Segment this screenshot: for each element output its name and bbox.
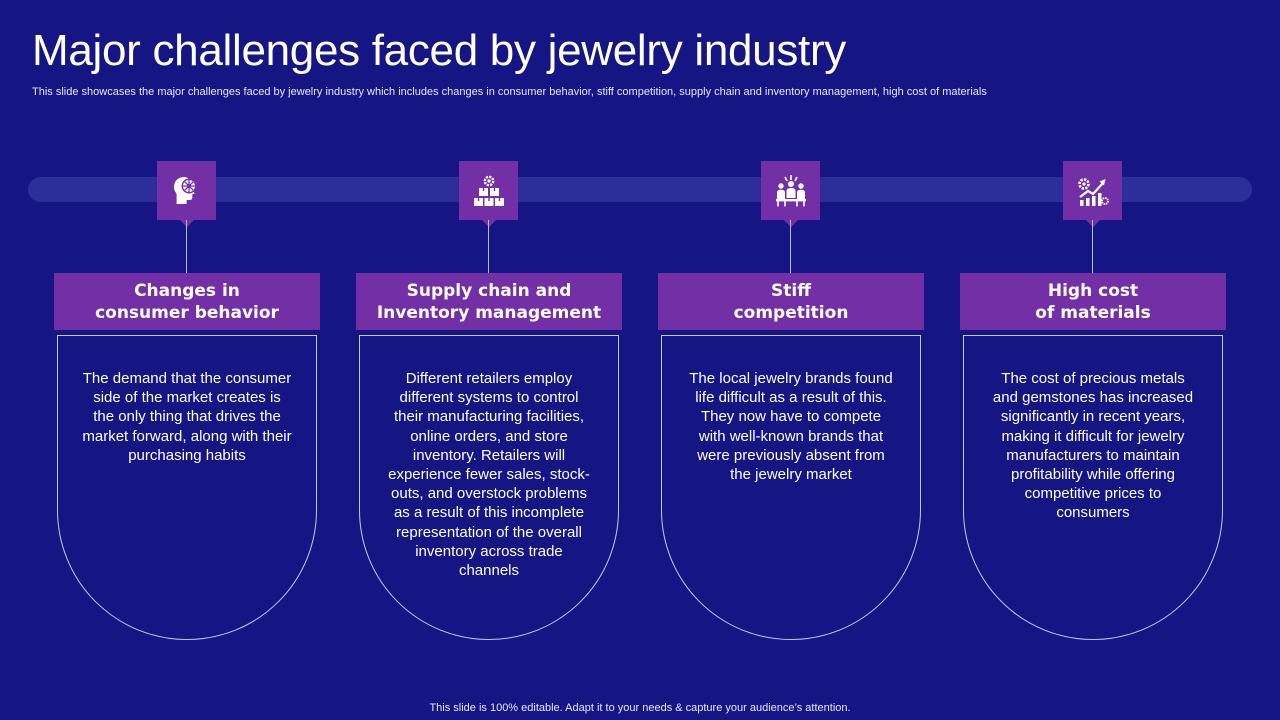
challenge-icon-box xyxy=(1063,161,1122,220)
challenge-column-cost-of-materials: High cost of materials The cost of preci… xyxy=(960,160,1226,650)
challenge-column-stiff-competition: Stiff competition The local jewelry bran… xyxy=(658,160,924,650)
connector-line xyxy=(186,220,187,273)
challenge-description: Different retailers employ different sys… xyxy=(359,335,619,640)
challenge-heading: Supply chain and Inventory management xyxy=(356,273,622,330)
head-brain-icon xyxy=(173,176,196,204)
rising-cost-chart-icon xyxy=(1077,177,1109,206)
slide-subtitle: This slide showcases the major challenge… xyxy=(32,86,987,98)
challenge-column-supply-chain: Supply chain and Inventory management Di… xyxy=(356,160,622,650)
challenge-icon-box xyxy=(761,161,820,220)
slide-title: Major challenges faced by jewelry indust… xyxy=(32,26,847,75)
challenge-heading: Changes in consumer behavior xyxy=(54,273,320,330)
challenge-description: The cost of precious metals and gemstone… xyxy=(963,335,1223,640)
challenge-description: The local jewelry brands found life diff… xyxy=(661,335,921,640)
slide-footer: This slide is 100% editable. Adapt it to… xyxy=(429,702,851,714)
connector-line xyxy=(488,220,489,273)
timeline-track xyxy=(28,177,1252,202)
boxes-gear-icon xyxy=(473,175,504,206)
competitors-group-icon xyxy=(775,174,806,206)
challenge-icon-box xyxy=(157,161,216,220)
challenge-description: The demand that the consumer side of the… xyxy=(57,335,317,640)
connector-line xyxy=(1092,220,1093,273)
connector-line xyxy=(790,220,791,273)
challenge-column-consumer-behavior: Changes in consumer behavior The demand … xyxy=(54,160,320,650)
challenge-heading: High cost of materials xyxy=(960,273,1226,330)
challenge-heading: Stiff competition xyxy=(658,273,924,330)
challenge-icon-box xyxy=(459,161,518,220)
